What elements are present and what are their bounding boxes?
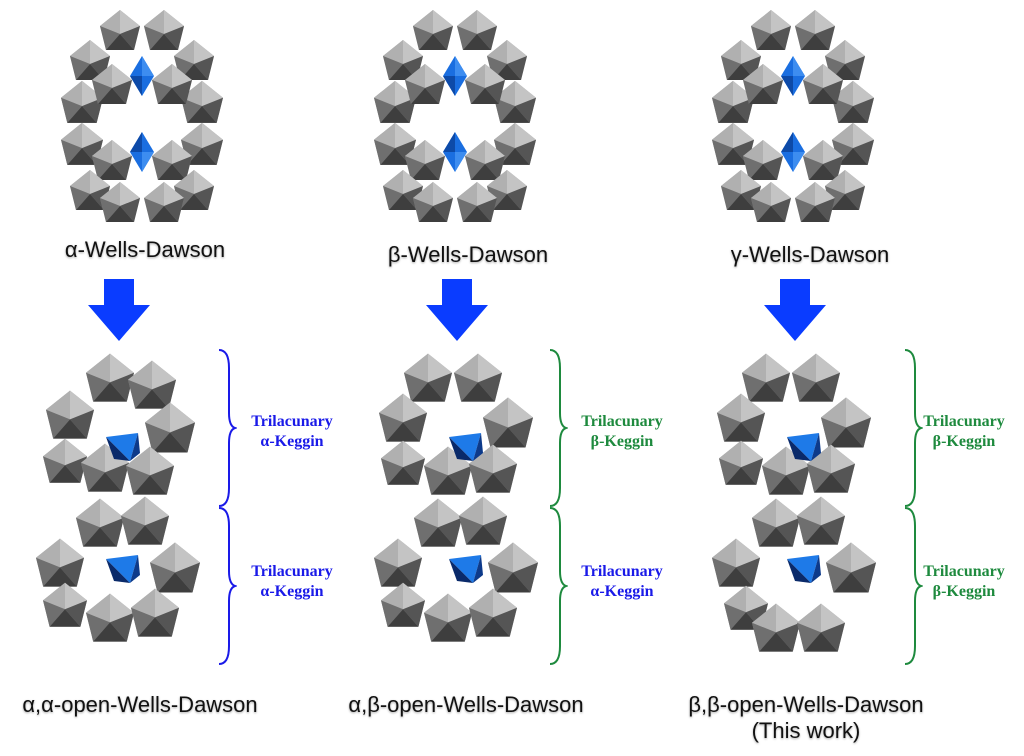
open-structure-label: α,α-open-Wells-Dawson — [0, 692, 300, 718]
column-gamma: γ-Wells-Dawson Trilacunary β-Keggin Tril… — [676, 0, 1017, 756]
lower-unit-brace — [218, 507, 237, 665]
alpha-alpha-open-wells-dawson-structure — [36, 353, 200, 642]
column-alpha: α-Wells-Dawson Trilacunary α-Keggin Tril… — [0, 0, 341, 756]
lower-unit-line1: Trilacunary — [251, 563, 333, 580]
lower-unit-line1: Trilacunary — [581, 563, 663, 580]
upper-unit-line2: β-Keggin — [590, 433, 654, 450]
upper-unit-line1: Trilacunary — [923, 413, 1005, 430]
upper-unit-brace — [549, 349, 568, 507]
beta-wells-dawson-structure — [374, 10, 536, 222]
lower-unit-brace — [904, 507, 923, 665]
lower-unit-label: Trilacunary α-Keggin — [232, 562, 352, 602]
lower-unit-label: Trilacunary β-Keggin — [904, 562, 1024, 602]
upper-unit-line2: β-Keggin — [932, 433, 996, 450]
upper-unit-label: Trilacunary β-Keggin — [904, 412, 1024, 452]
column-beta: β-Wells-Dawson Trilacunary β-Keggin Tril… — [338, 0, 679, 756]
gamma-wells-dawson-structure — [712, 10, 874, 222]
lower-unit-line1: Trilacunary — [923, 563, 1005, 580]
beta-beta-open-wells-dawson-structure — [712, 353, 876, 652]
open-structure-name: α,β-open-Wells-Dawson — [348, 692, 584, 717]
upper-unit-line1: Trilacunary — [581, 413, 663, 430]
top-structure-label: γ-Wells-Dawson — [730, 242, 890, 267]
lower-unit-brace — [549, 507, 568, 665]
upper-unit-label: Trilacunary β-Keggin — [562, 412, 682, 452]
open-structure-name: β,β-open-Wells-Dawson — [688, 692, 924, 717]
alpha-beta-open-wells-dawson-structure — [374, 353, 538, 642]
lower-unit-line2: α-Keggin — [590, 583, 654, 600]
top-structure-label: α-Wells-Dawson — [64, 237, 226, 262]
down-arrow-icon — [88, 279, 150, 341]
upper-unit-brace — [218, 349, 237, 507]
lower-unit-line2: β-Keggin — [932, 583, 996, 600]
down-arrow-icon — [764, 279, 826, 341]
lower-unit-line2: α-Keggin — [260, 583, 324, 600]
open-structure-note: (This work) — [751, 718, 861, 743]
upper-unit-brace — [904, 349, 923, 507]
lower-unit-label: Trilacunary α-Keggin — [562, 562, 682, 602]
open-structure-label: α,β-open-Wells-Dawson — [306, 692, 626, 718]
upper-unit-line2: α-Keggin — [260, 433, 324, 450]
upper-unit-label: Trilacunary α-Keggin — [232, 412, 352, 452]
upper-unit-line1: Trilacunary — [251, 413, 333, 430]
open-structure-label: β,β-open-Wells-Dawson (This work) — [646, 692, 966, 744]
alpha-wells-dawson-structure — [61, 10, 223, 222]
down-arrow-icon — [426, 279, 488, 341]
top-structure-label: β-Wells-Dawson — [387, 242, 549, 267]
open-structure-name: α,α-open-Wells-Dawson — [22, 692, 258, 717]
